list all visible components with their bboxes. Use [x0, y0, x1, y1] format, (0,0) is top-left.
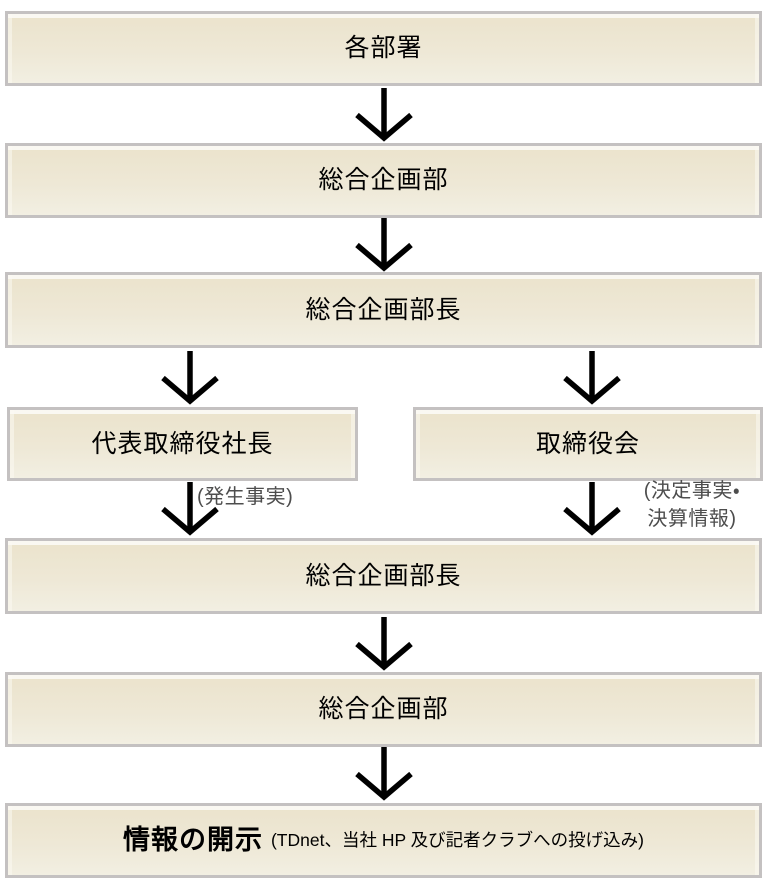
- down-arrow-icon: [355, 218, 413, 272]
- down-arrow-icon: [161, 351, 219, 405]
- edge-label-decided-facts: (決定事実・ 決算情報): [643, 480, 741, 530]
- down-arrow-icon: [355, 617, 413, 671]
- node-label: 代表取締役社長: [91, 429, 274, 458]
- node-note: (TDnet、当社 HP 及び記者クラブへの投げ込み): [270, 829, 645, 850]
- node-information-disclosure: 情報の開示 (TDnet、当社 HP 及び記者クラブへの投げ込み): [5, 803, 762, 878]
- node-general-planning-dept-head-1: 総合企画部長: [5, 272, 762, 348]
- node-general-planning-dept-1: 総合企画部: [5, 143, 762, 218]
- down-arrow-icon: [563, 482, 621, 536]
- node-label: 取締役会: [535, 429, 640, 458]
- node-representative-director-president: 代表取締役社長: [7, 407, 358, 481]
- down-arrow-icon: [355, 747, 413, 801]
- node-label: 総合企画部長: [305, 561, 462, 590]
- node-general-planning-dept-2: 総合企画部: [5, 672, 762, 747]
- node-label: 各部署: [344, 34, 423, 62]
- node-label: 情報の開示: [122, 825, 263, 855]
- node-label: 総合企画部: [318, 695, 449, 723]
- down-arrow-icon: [161, 482, 219, 536]
- node-label: 総合企画部長: [305, 295, 462, 324]
- down-arrow-icon: [563, 351, 621, 405]
- edge-label-occurred-facts: (発生事実): [197, 486, 294, 508]
- node-general-planning-dept-head-2: 総合企画部長: [5, 538, 762, 614]
- down-arrow-icon: [355, 88, 413, 142]
- node-each-department: 各部署: [5, 11, 762, 86]
- node-label: 総合企画部: [318, 166, 449, 194]
- node-board-of-directors: 取締役会: [413, 407, 763, 481]
